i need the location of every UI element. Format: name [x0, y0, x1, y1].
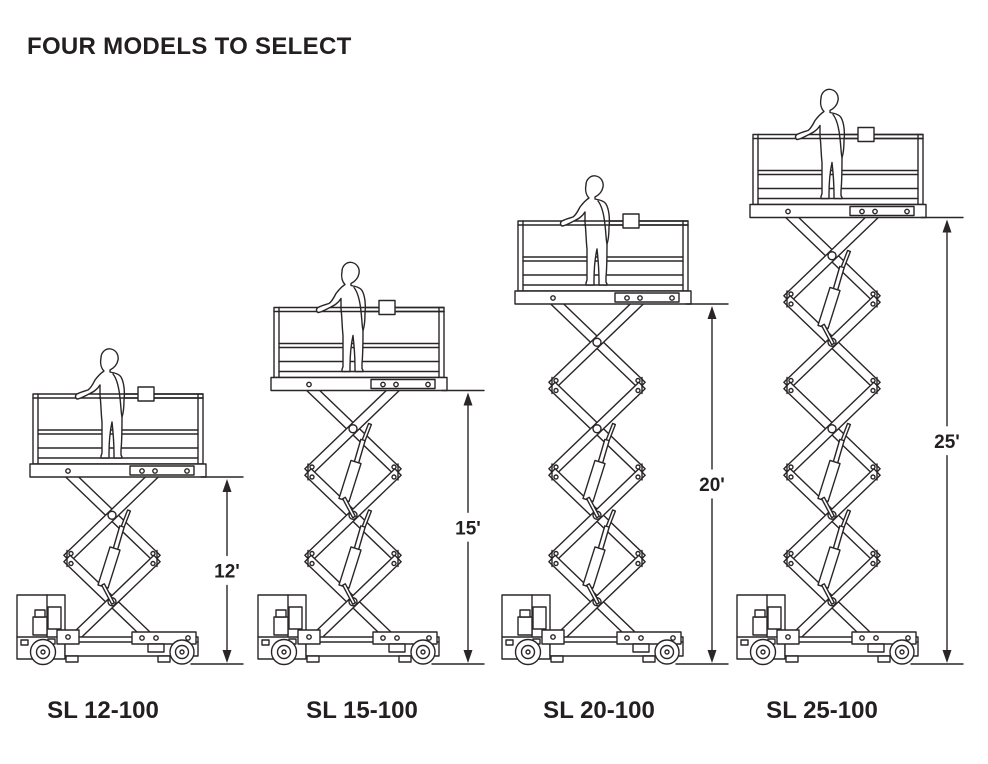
hydraulic-cylinder [338, 422, 373, 519]
page-title: FOUR MODELS TO SELECT [27, 33, 352, 60]
hydraulic-cylinder [817, 422, 852, 519]
hydraulic-cylinder [582, 422, 617, 519]
wheel-rear [410, 639, 436, 665]
dimension-arrow-up [463, 392, 473, 406]
dimension-arrow-down [222, 650, 232, 663]
control-box [857, 126, 875, 143]
dimension-arrow-down [707, 650, 717, 663]
dimension-arrow-down [463, 650, 473, 663]
height-dimension-label: 15' [455, 518, 481, 539]
wheel-rear [654, 639, 680, 665]
lift-figure-sl-20-100: 20' [501, 175, 729, 666]
control-box [622, 213, 640, 229]
wheel-front [514, 638, 542, 666]
dimension-arrow-up [222, 479, 232, 492]
model-label-sl-20-100: SL 20-100 [543, 697, 655, 724]
dimension-arrow-down [942, 650, 952, 663]
height-dimension-label: 20' [699, 475, 725, 496]
lift-figure-sl-25-100: 25' [736, 88, 964, 666]
chassis [541, 629, 684, 663]
height-dimension: 15' [431, 389, 485, 665]
base-assembly [501, 594, 684, 666]
control-box [137, 386, 155, 402]
hydraulic-cylinder [582, 509, 617, 605]
wheel-rear [889, 639, 915, 665]
model-label-sl-15-100: SL 15-100 [306, 697, 418, 724]
scissor-assembly [548, 295, 646, 649]
base-assembly [16, 594, 199, 666]
wheel-front [270, 638, 298, 666]
wheel-front [749, 638, 777, 666]
scissor-assembly [304, 381, 402, 649]
height-dimension: 12' [190, 476, 244, 665]
control-box [378, 299, 396, 316]
lift-figure-sl-12-100: 12' [16, 348, 244, 666]
height-dimension: 20' [675, 303, 729, 665]
lift-figure-sl-15-100: 15' [257, 261, 485, 666]
hydraulic-cylinder [817, 509, 852, 605]
model-label-sl-25-100: SL 25-100 [766, 697, 878, 724]
height-dimension: 25' [910, 216, 964, 665]
base-assembly [736, 594, 919, 666]
height-dimension-label: 25' [934, 432, 960, 453]
hydraulic-cylinder [97, 509, 132, 605]
dimension-arrow-up [942, 219, 952, 233]
hydraulic-cylinder [817, 249, 852, 346]
model-label-sl-12-100: SL 12-100 [47, 697, 159, 724]
wheel-rear [169, 639, 195, 665]
base-assembly [257, 594, 440, 666]
scissor-assembly [783, 208, 881, 649]
hydraulic-cylinder [338, 509, 373, 605]
scissor-assembly [63, 468, 161, 649]
wheel-front [29, 638, 57, 666]
dimension-arrow-up [707, 306, 717, 319]
height-dimension-label: 12' [214, 562, 240, 583]
